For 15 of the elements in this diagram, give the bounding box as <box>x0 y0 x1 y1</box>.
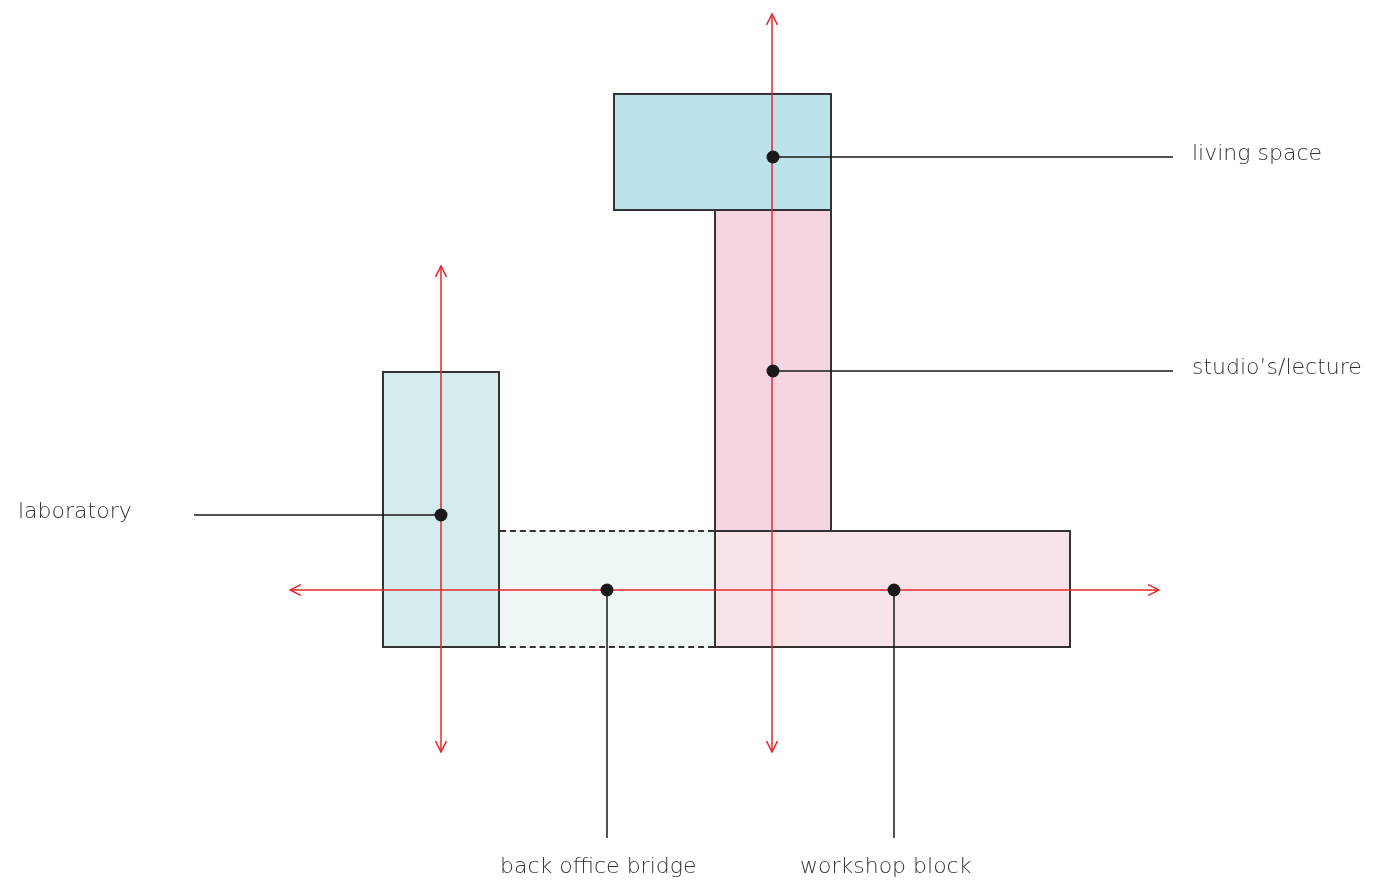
laboratory-block <box>382 371 500 648</box>
leader-line <box>766 150 1174 164</box>
area-label: workshop block <box>800 853 972 878</box>
area-label: laboratory <box>18 498 132 523</box>
leader-line <box>887 583 901 839</box>
leader-line <box>600 583 614 839</box>
leader-line <box>766 364 1174 378</box>
area-label: studio’s/lecture <box>1192 354 1362 379</box>
bridge-block <box>500 530 714 648</box>
area-label: back office bridge <box>500 853 697 878</box>
studio-block <box>714 211 832 531</box>
workshop-block <box>714 530 1071 648</box>
leader-line <box>193 508 448 522</box>
living-space-block <box>613 93 832 211</box>
area-label: living space <box>1192 140 1323 165</box>
